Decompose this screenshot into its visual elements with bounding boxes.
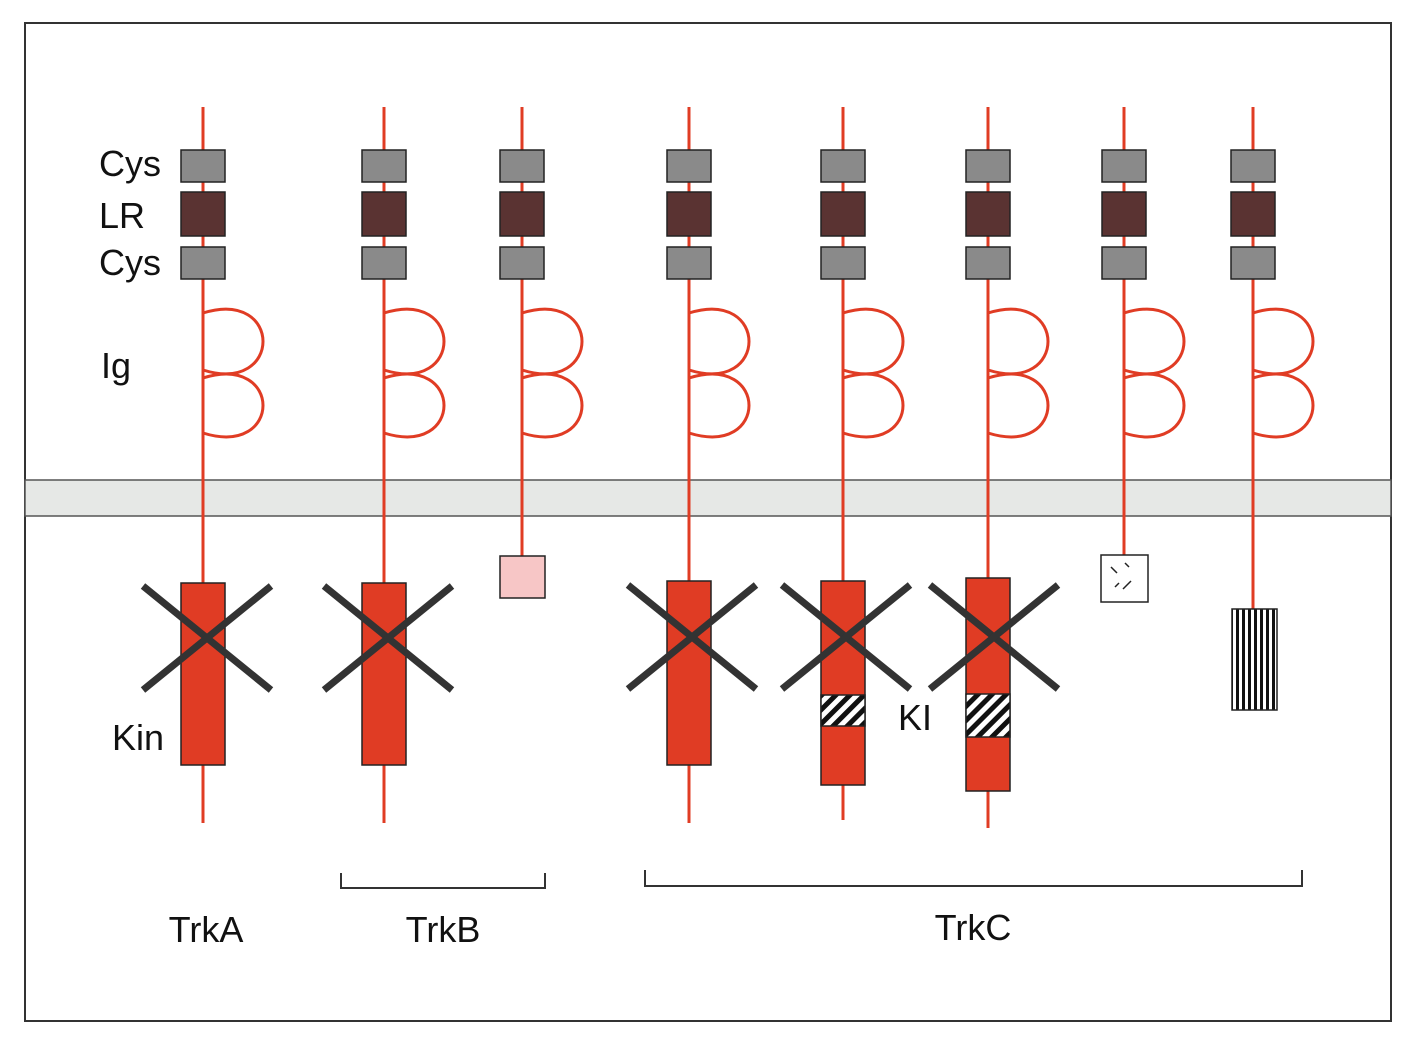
truncated-tail-striped	[1231, 608, 1278, 711]
cys-domain-bottom	[1101, 246, 1147, 280]
trkb-bracket	[340, 873, 546, 889]
truncated-tail-dashed	[1100, 554, 1149, 603]
receptor-trkc-ki-1	[779, 107, 913, 820]
cys-domain-bottom	[666, 246, 712, 280]
kinase-domain	[666, 580, 712, 766]
lr-domain	[666, 191, 712, 237]
receptors-layer	[140, 107, 1315, 828]
trkc-bracket	[644, 870, 1303, 887]
diagram-frame	[24, 22, 1392, 1022]
ig-loop	[842, 307, 905, 376]
cys-domain-top	[1101, 149, 1147, 183]
kinase-domain	[820, 580, 866, 786]
receptor-trkb-full	[321, 107, 455, 823]
ig-loop	[521, 372, 584, 439]
receptor-trkc-truncated-striped	[1230, 107, 1315, 711]
group-label-trkc: TrkC	[935, 907, 1012, 948]
knockout-cross-line	[625, 582, 759, 692]
ig-loop	[521, 307, 584, 376]
cys-domain-top	[499, 149, 545, 183]
group-label-trkb: TrkB	[406, 909, 481, 950]
ig-loop	[383, 307, 446, 376]
cell-membrane	[24, 479, 1392, 517]
cys-domain-top	[965, 149, 1011, 183]
cys-domain-bottom	[820, 246, 866, 280]
ig-loop	[202, 307, 265, 376]
cys-domain-bottom	[965, 246, 1011, 280]
kinase-insert	[820, 694, 866, 727]
lr-domain	[180, 191, 226, 237]
knockout-cross-line	[321, 583, 455, 693]
label-kin: Kin	[112, 717, 164, 758]
cys-domain-top	[180, 149, 226, 183]
knockout-cross-line	[927, 582, 1061, 692]
receptor-trkc-ki-2	[927, 107, 1061, 828]
cys-domain-top	[820, 149, 866, 183]
kinase-domain	[965, 577, 1011, 792]
kinase-insert	[965, 693, 1011, 738]
lr-domain	[965, 191, 1011, 237]
kinase-domain	[180, 582, 226, 766]
cys-domain-top	[666, 149, 712, 183]
knockout-cross-line	[779, 582, 913, 692]
ig-loop	[1123, 307, 1186, 376]
label-ki: KI	[898, 697, 932, 738]
ig-loop	[688, 372, 751, 439]
kinase-domain	[361, 582, 407, 766]
label-cys-bottom: Cys	[99, 242, 161, 283]
label-cys-top: Cys	[99, 143, 161, 184]
receptor-trkc-full	[625, 107, 759, 823]
truncated-tail-pink	[499, 555, 546, 599]
receptor-trkc-truncated-dashed	[1100, 107, 1186, 603]
ig-loop	[1252, 372, 1315, 439]
ig-loop	[1252, 307, 1315, 376]
label-ig: Ig	[101, 345, 131, 386]
lr-domain	[1101, 191, 1147, 237]
ig-loop	[842, 372, 905, 439]
ig-loop	[202, 372, 265, 439]
ig-loop	[987, 307, 1050, 376]
cys-domain-top	[361, 149, 407, 183]
dashed-tail-marks	[1110, 562, 1132, 590]
lr-domain	[499, 191, 545, 237]
lr-domain	[820, 191, 866, 237]
lr-domain	[1230, 191, 1276, 237]
receptor-trka-full	[140, 107, 274, 823]
label-lr: LR	[99, 195, 145, 236]
cys-domain-bottom	[180, 246, 226, 280]
ig-loop	[1123, 372, 1186, 439]
ig-loop	[688, 307, 751, 376]
ig-loop	[987, 372, 1050, 439]
receptor-trkb-truncated	[499, 107, 584, 599]
cys-domain-bottom	[1230, 246, 1276, 280]
cys-domain-bottom	[499, 246, 545, 280]
ig-loop	[383, 372, 446, 439]
knockout-cross-line	[140, 583, 274, 693]
lr-domain	[361, 191, 407, 237]
cys-domain-top	[1230, 149, 1276, 183]
group-label-trka: TrkA	[169, 909, 244, 950]
cys-domain-bottom	[361, 246, 407, 280]
